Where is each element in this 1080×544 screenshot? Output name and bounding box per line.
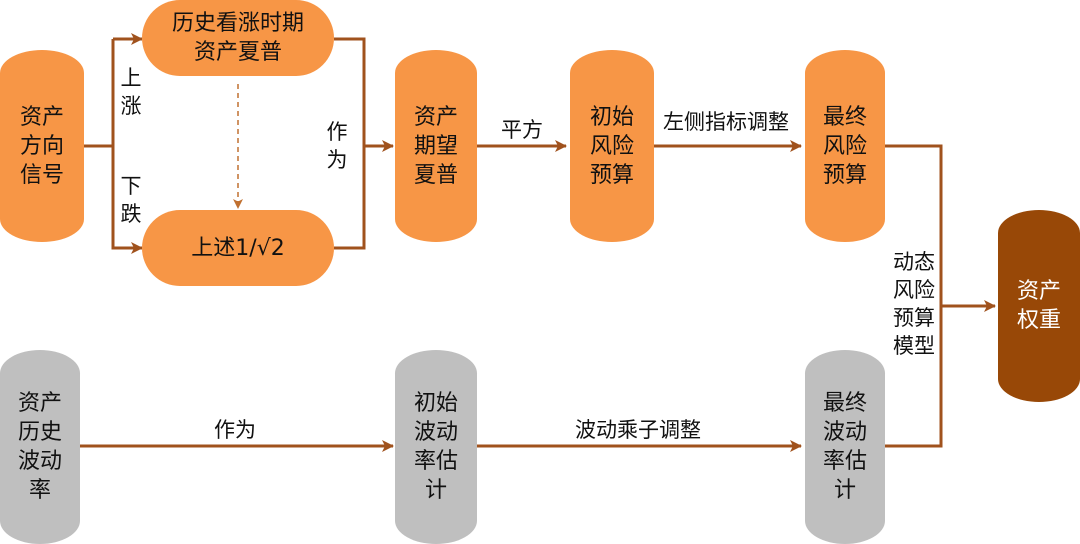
node-sharpe-scaled: 上述1/√2: [142, 210, 334, 286]
label-as-top: 作为: [326, 120, 348, 172]
node-final-risk-budget: 最终 风险 预算: [805, 50, 885, 242]
node-up-period-sharpe: 历史看涨时期 资产夏普: [142, 0, 334, 76]
connector-signal-down: [111, 146, 143, 254]
connector-final-risk-to-model: [885, 144, 943, 448]
node-asset-direction-signal: 资产 方向 信号: [0, 50, 84, 242]
node-expected-sharpe: 资产 期望 夏普: [395, 50, 477, 242]
label-dynamic-risk-budget-model: 动态 风险 预算 模型: [893, 250, 935, 358]
label-up: 上涨: [120, 66, 142, 118]
node-asset-weight: 资产 权重: [998, 210, 1080, 402]
node-initial-risk-budget: 初始 风险 预算: [570, 50, 654, 242]
label-vol-multiplier-adjust: 波动乘子调整: [575, 418, 701, 442]
node-final-volatility-estimate: 最终 波动 率估 计: [805, 350, 885, 544]
node-initial-volatility-estimate: 初始 波动 率估 计: [395, 350, 477, 544]
label-as-bottom: 作为: [214, 418, 256, 442]
label-left-indicator-adjust: 左侧指标调整: [663, 110, 789, 134]
label-square: 平方: [501, 118, 543, 142]
connector-up-merge: [334, 37, 366, 250]
node-asset-historical-volatility: 资产 历史 波动 率: [0, 350, 80, 544]
connector-signal-split: [84, 39, 115, 148]
label-down: 下跌: [120, 174, 142, 226]
